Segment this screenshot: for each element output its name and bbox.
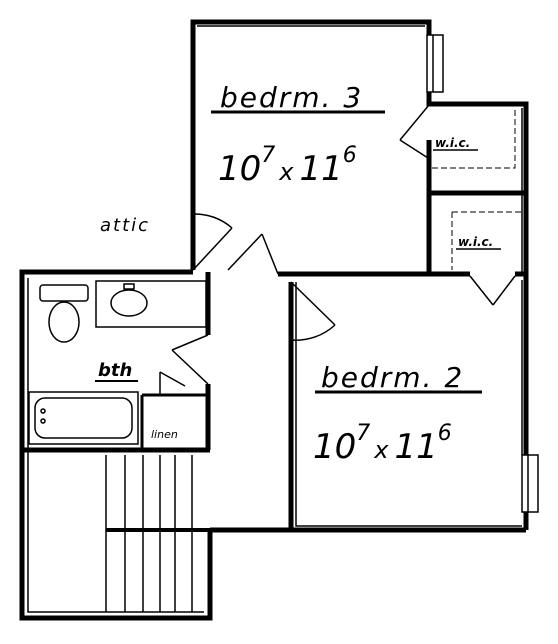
doors (159, 104, 516, 395)
toilet-bowl-icon (48, 301, 80, 343)
wic-shelves (432, 110, 522, 270)
bath-label: bth (98, 360, 132, 381)
linen-label: linen (151, 428, 178, 441)
walls (19, 19, 529, 621)
inner-wall-lines (27, 25, 523, 613)
window-bedrm2 (521, 454, 539, 513)
sink-icon (110, 289, 148, 317)
toilet-tank-icon (39, 284, 89, 302)
stairs (105, 455, 210, 612)
bathtub-icon (28, 391, 139, 445)
attic-label: attic (100, 215, 150, 236)
bedrm2-label: bedrm. 2 (321, 361, 464, 394)
wic-mid-label: w.i.c. (458, 235, 493, 249)
bath-fixtures (28, 280, 207, 445)
vanity-icon (95, 280, 207, 328)
window-bedrm3 (426, 34, 444, 93)
wic-top-label: w.i.c. (435, 136, 470, 150)
bedrm3-label: bedrm. 3 (220, 81, 363, 114)
